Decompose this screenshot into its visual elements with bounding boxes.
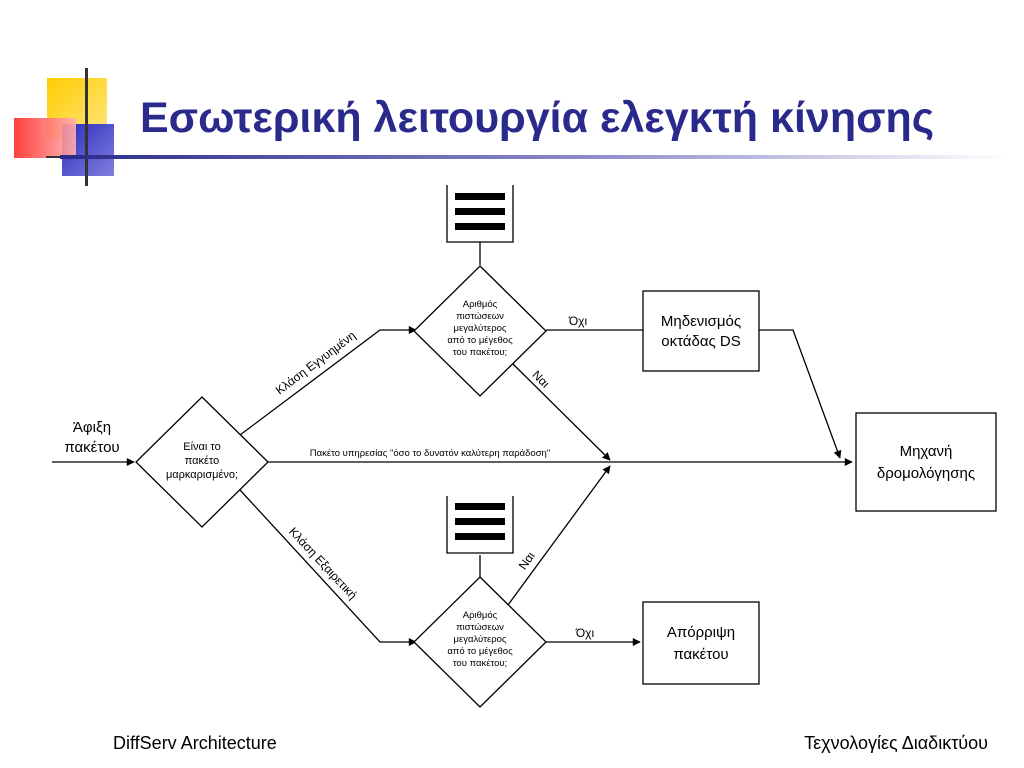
title-underline — [60, 155, 1010, 159]
marked-decision-line3: μαρκαρισμένο; — [166, 469, 238, 481]
reset-box-line2: οκτάδας DS — [661, 333, 740, 350]
router-box-line2: δρομολόγησης — [877, 465, 975, 482]
marked-decision-line2: πακέτο — [185, 455, 220, 467]
deco-vertical-line — [85, 68, 88, 186]
drop-box-line1: Απόρριψη — [667, 624, 735, 641]
reset-box-line1: Μηδενισμός — [661, 313, 741, 330]
reset-to-router-arrow — [759, 329, 842, 459]
footer-right: Τεχνολογίες Διαδικτύου — [804, 733, 988, 753]
drop-box — [642, 601, 760, 685]
excellent-class-arrow — [239, 489, 417, 646]
top-credit-line3: μεγαλύτερος — [454, 323, 507, 334]
bottom-credit-line4: από το μέγεθος — [447, 646, 513, 657]
guaranteed-class-arrow — [239, 326, 417, 436]
slide-title: Εσωτερική λειτουργία ελεγκτή κίνησης — [140, 94, 935, 142]
deco-red-bar — [14, 118, 76, 158]
bottom-credit-line2: πιστώσεων — [456, 622, 504, 633]
excellent-class-label: Κλάση Εξαιρετική — [286, 524, 360, 602]
marked-decision-diamond — [135, 396, 269, 528]
bottom-credit-line1: Αριθμός — [463, 610, 498, 621]
top-yes-arrow — [511, 362, 611, 461]
drop-box-line2: πακέτου — [673, 646, 728, 663]
bottom-credit-line5: του πακέτου; — [453, 658, 507, 669]
bottom-no-label: Όχι — [575, 626, 595, 640]
marked-decision-line1: Είναι το — [183, 441, 220, 453]
top-credit-line5: του πακέτου; — [453, 347, 507, 358]
bottom-credit-decision-diamond — [413, 576, 547, 708]
router-box-line1: Μηχανή — [900, 443, 953, 460]
top-credit-line4: από το μέγεθος — [447, 335, 513, 346]
footer-left: DiffServ Architecture — [113, 733, 277, 753]
best-effort-label: Πακέτο υπηρεσίας "όσο το δυνατόν καλύτερ… — [310, 448, 550, 459]
top-yes-label: Ναι — [529, 368, 552, 391]
top-credit-decision-diamond — [413, 265, 547, 397]
top-queue-icon — [446, 185, 514, 243]
bottom-credit-line3: μεγαλύτερος — [454, 634, 507, 645]
bottom-yes-arrow — [507, 465, 611, 606]
router-box — [855, 412, 997, 512]
guaranteed-class-label: Κλάση Εγγυημένη — [273, 328, 358, 397]
arrival-label-line1: Άφιξη — [73, 419, 111, 436]
bottom-queue-icon — [446, 496, 514, 554]
reset-ds-box — [642, 290, 760, 372]
top-credit-line1: Αριθμός — [463, 299, 498, 310]
top-credit-line2: πιστώσεων — [456, 311, 504, 322]
arrival-label-line2: πακέτου — [64, 439, 119, 456]
top-no-label: Όχι — [568, 314, 588, 328]
